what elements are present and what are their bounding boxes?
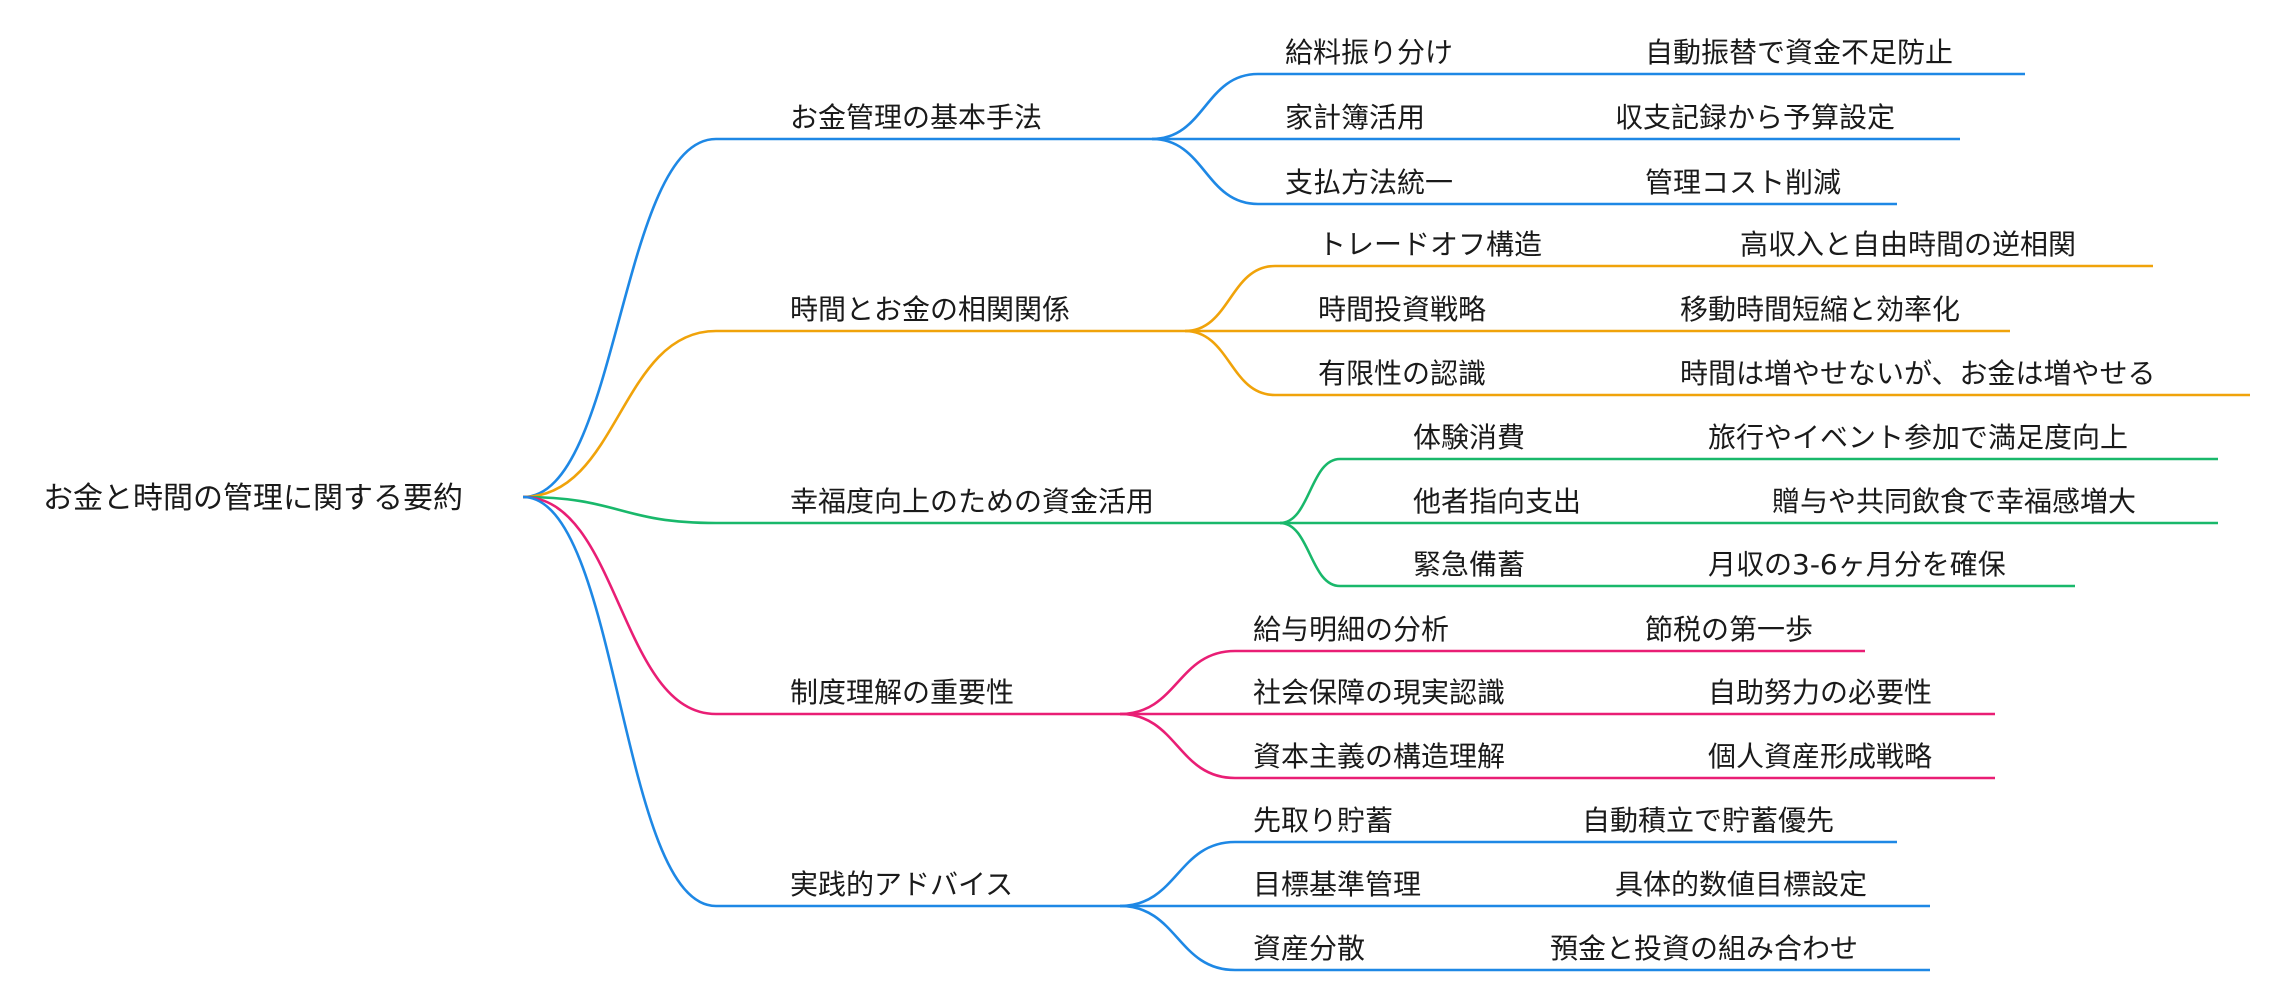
child-note: 月収の3-6ヶ月分を確保 [1708, 548, 2006, 581]
edge-root-to-branch [522, 495, 717, 525]
mindmap-underlines [716, 72, 2250, 972]
child-topic: トレードオフ構造 [1318, 228, 1542, 261]
branch-topic: 幸福度向上のための資金活用 [790, 485, 1154, 518]
edge-branch-to-child [1279, 457, 1341, 525]
child-note: 贈与や共同飲食で幸福感増大 [1772, 485, 2136, 518]
edge-branch-to-child [1119, 904, 1236, 972]
child-note: 高収入と自由時間の逆相関 [1740, 228, 2076, 261]
edge-branch-to-child [1151, 72, 1259, 141]
child-topic: 目標基準管理 [1253, 868, 1421, 901]
child-topic: 資産分散 [1253, 932, 1365, 965]
child-topic: 時間投資戦略 [1318, 293, 1486, 326]
edge-branch-to-child [1184, 264, 1276, 333]
child-note: 節税の第一歩 [1645, 613, 1813, 646]
edge-root-to-branch [522, 137, 717, 499]
edge-branch-to-child [1151, 137, 1259, 206]
child-topic: 先取り貯蓄 [1253, 804, 1393, 837]
edge-branch-to-child [1279, 521, 1341, 588]
child-note: 自助努力の必要性 [1708, 676, 1932, 709]
branch-topic: 時間とお金の相関関係 [790, 293, 1070, 326]
child-note: 預金と投資の組み合わせ [1550, 932, 1858, 965]
branch-topic: 制度理解の重要性 [790, 676, 1014, 709]
child-note: 時間は増やせないが、お金は増やせる [1680, 357, 2155, 390]
mindmap-labels: お金と時間の管理に関する要約 お金管理の基本手法 給料振り分け 自動振替で資金不足防止… [43, 36, 2155, 965]
child-topic: 体験消費 [1413, 421, 1525, 454]
edge-root-to-branch [522, 329, 717, 499]
child-topic: 給料振り分け [1285, 36, 1453, 69]
child-note: 管理コスト削減 [1645, 166, 1841, 199]
edge-branch-to-child [1119, 840, 1236, 908]
edge-root-to-branch [522, 495, 717, 716]
mindmap-edges [522, 72, 1341, 972]
root-topic: お金と時間の管理に関する要約 [43, 481, 463, 516]
child-topic: 支払方法統一 [1285, 166, 1453, 199]
child-note: 移動時間短縮と効率化 [1680, 293, 1960, 326]
edge-branch-to-child [1119, 649, 1236, 716]
child-topic: 資本主義の構造理解 [1253, 740, 1505, 773]
child-topic: 給与明細の分析 [1253, 613, 1449, 646]
branch-topic: お金管理の基本手法 [790, 101, 1042, 134]
child-note: 収支記録から予算設定 [1615, 101, 1895, 134]
child-note: 自動積立で貯蓄優先 [1582, 804, 1834, 837]
child-note: 個人資産形成戦略 [1708, 740, 1932, 773]
child-topic: 他者指向支出 [1413, 485, 1581, 518]
child-topic: 緊急備蓄 [1413, 548, 1525, 581]
child-topic: 有限性の認識 [1318, 357, 1486, 390]
child-note: 自動振替で資金不足防止 [1645, 36, 1953, 69]
edge-root-to-branch [522, 495, 717, 908]
child-note: 旅行やイベント参加で満足度向上 [1708, 421, 2128, 454]
branch-topic: 実践的アドバイス [790, 868, 1013, 901]
edge-branch-to-child [1119, 712, 1236, 780]
child-topic: 社会保障の現実認識 [1253, 676, 1505, 709]
child-topic: 家計簿活用 [1285, 101, 1425, 134]
child-note: 具体的数値目標設定 [1615, 868, 1867, 901]
edge-branch-to-child [1184, 329, 1276, 397]
